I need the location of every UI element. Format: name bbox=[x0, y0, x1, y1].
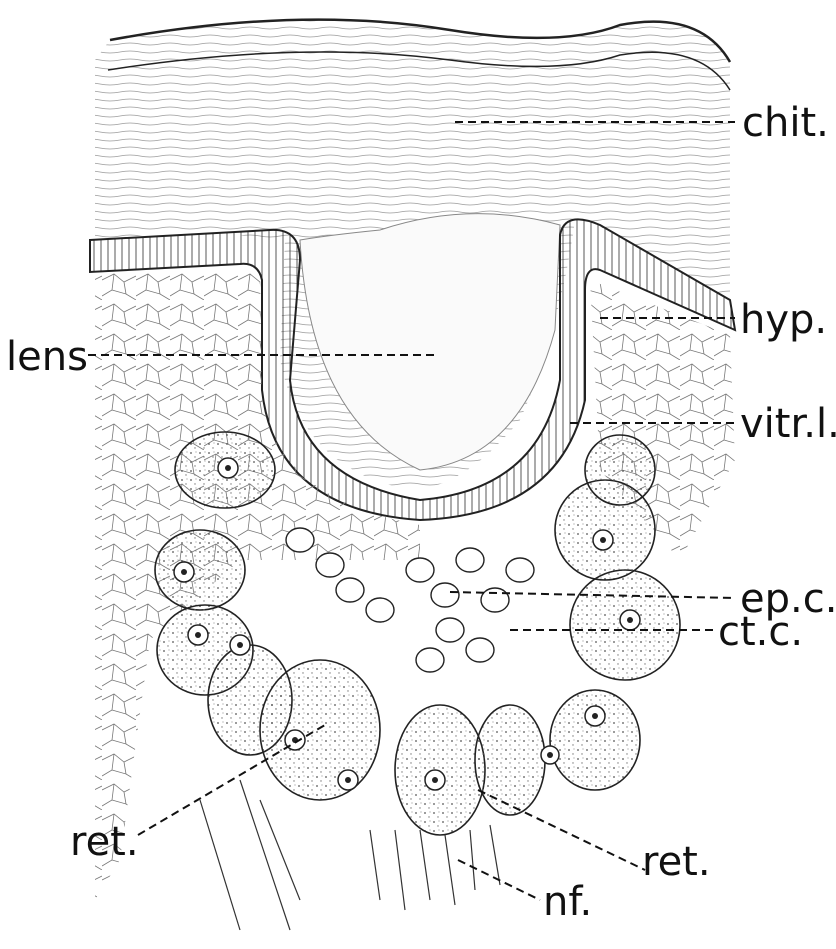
label-ret-right: ret. bbox=[642, 839, 711, 885]
label-ret-left: ret. bbox=[70, 819, 139, 865]
label-hyp: hyp. bbox=[740, 297, 827, 343]
label-nf: nf. bbox=[543, 879, 592, 925]
label-vitr: vitr.l. bbox=[740, 401, 836, 447]
label-ctc: ct.c. bbox=[718, 609, 803, 655]
retina-cells bbox=[155, 432, 680, 835]
label-lens: lens bbox=[6, 334, 88, 380]
label-chit: chit. bbox=[742, 100, 829, 146]
